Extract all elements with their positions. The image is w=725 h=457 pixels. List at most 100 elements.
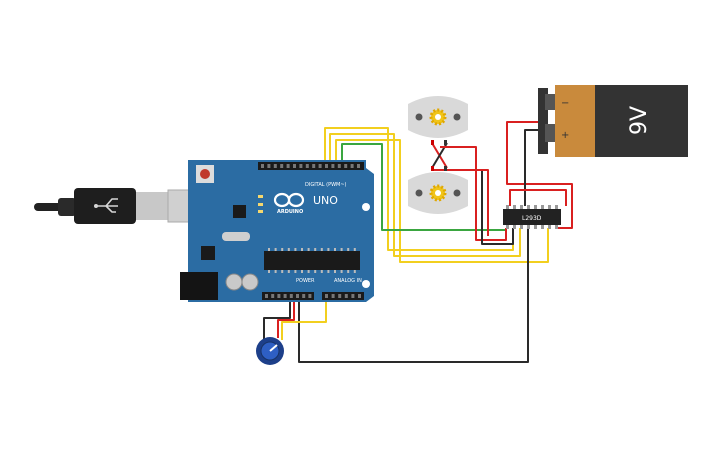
header-pin <box>283 294 287 298</box>
mcu-pin <box>287 248 290 251</box>
wire-yellow-2[interactable] <box>329 133 521 257</box>
wire-yellow-3[interactable] <box>335 139 549 263</box>
chip-pin <box>548 225 551 229</box>
battery-voltage-label: 9V <box>627 106 652 135</box>
mcu-pin <box>307 270 310 273</box>
header-pin <box>277 294 281 298</box>
wire-yellow-1[interactable] <box>324 127 514 251</box>
header-pin <box>318 164 322 168</box>
chip-pin <box>520 225 523 229</box>
wire-motor-red-c[interactable] <box>434 169 489 236</box>
motor-mount-hole <box>453 113 461 121</box>
mcu-pin <box>274 270 277 273</box>
microcontroller-pins <box>268 248 356 273</box>
mcu-pin <box>268 248 270 251</box>
header-pin <box>302 294 306 298</box>
mcu-pin <box>327 248 330 251</box>
motor-mount-hole <box>415 189 423 197</box>
chip-body <box>503 209 561 225</box>
mcu-pin <box>281 270 284 273</box>
mcu-pin <box>320 248 323 251</box>
motor-shaft <box>435 190 441 196</box>
header-pin <box>325 164 328 168</box>
mcu-pin <box>314 270 317 273</box>
mcu-pin <box>353 248 356 251</box>
power-header[interactable] <box>262 292 314 300</box>
header-pin <box>286 164 290 168</box>
battery-9v[interactable]: − + 9V <box>538 85 688 157</box>
header-pin <box>289 294 293 298</box>
mcu-pin <box>301 270 303 273</box>
motor-shaft <box>435 114 441 120</box>
usb-interface-chip <box>233 205 246 218</box>
digital-header-label: DIGITAL (PWM~) <box>305 182 347 188</box>
mcu-pin <box>347 270 350 273</box>
mcu-pin <box>307 248 310 251</box>
wire-green[interactable] <box>341 143 505 231</box>
wire-ground-black[interactable] <box>298 228 529 363</box>
chip-pin <box>520 205 523 209</box>
arduino-logo <box>273 192 305 208</box>
analog-header[interactable] <box>322 292 364 300</box>
battery-minus-label: − <box>561 98 569 109</box>
chip-pin <box>513 205 516 209</box>
wire-motor-red-b[interactable] <box>440 146 507 241</box>
header-pin <box>351 294 355 298</box>
digital-header[interactable] <box>258 162 364 170</box>
usb-plug-metal <box>136 192 168 220</box>
header-pin <box>308 294 312 298</box>
mcu-pin <box>314 248 317 251</box>
motor-terminal <box>431 166 434 171</box>
chip-pin <box>541 205 544 209</box>
reset-button-cap <box>200 169 210 179</box>
wire-pot-red[interactable] <box>277 296 295 338</box>
arduino-brand: ARDUINO <box>277 209 303 215</box>
motor-terminal <box>431 140 434 145</box>
mcu-pin <box>347 248 350 251</box>
header-pin <box>305 164 309 168</box>
dc-motor-top[interactable] <box>408 96 468 145</box>
motor-terminal <box>444 166 447 171</box>
capacitor <box>241 273 259 291</box>
mcu-pin <box>294 248 297 251</box>
chip-pin <box>527 205 530 209</box>
mcu-pin <box>268 270 270 273</box>
chip-pin <box>513 225 516 229</box>
l293d-driver-chip[interactable]: L293D <box>503 205 561 229</box>
potentiometer[interactable] <box>256 337 284 365</box>
wire-battery-red[interactable] <box>506 121 573 229</box>
mcu-pin <box>353 270 356 273</box>
power-jack[interactable] <box>180 272 218 300</box>
dc-motor-bottom[interactable] <box>408 166 468 214</box>
wire-pot-black[interactable] <box>263 296 291 340</box>
header-pin <box>271 294 275 298</box>
chip-pin <box>555 225 558 229</box>
header-pin <box>331 294 335 298</box>
crystal-oscillator <box>222 232 250 241</box>
mcu-pin <box>340 270 343 273</box>
usb-symbol-dot <box>94 204 98 208</box>
usb-symbol-icon <box>96 198 118 213</box>
usb-cable[interactable] <box>34 188 211 224</box>
wire-chip-red-loop[interactable] <box>509 189 567 206</box>
potentiometer-indicator <box>269 344 278 352</box>
mcu-pin <box>281 248 284 251</box>
header-pin <box>350 164 354 168</box>
header-pin <box>337 164 341 168</box>
wire-pot-yellow[interactable] <box>281 296 327 340</box>
chip-pin <box>534 205 537 209</box>
header-pin <box>280 164 284 168</box>
motor-terminal <box>444 140 447 145</box>
mcu-pin <box>320 270 323 273</box>
power-header-label: POWER <box>296 278 315 284</box>
header-pin <box>267 164 271 168</box>
header-pin <box>261 164 264 168</box>
mcu-pin <box>327 270 330 273</box>
header-pin <box>344 164 348 168</box>
voltage-regulator <box>201 246 215 260</box>
mcu-pin <box>334 270 336 273</box>
arduino-board[interactable]: DIGITAL (PWM~) ARDUINO UNO POWER <box>180 160 374 302</box>
mcu-pin <box>340 248 343 251</box>
